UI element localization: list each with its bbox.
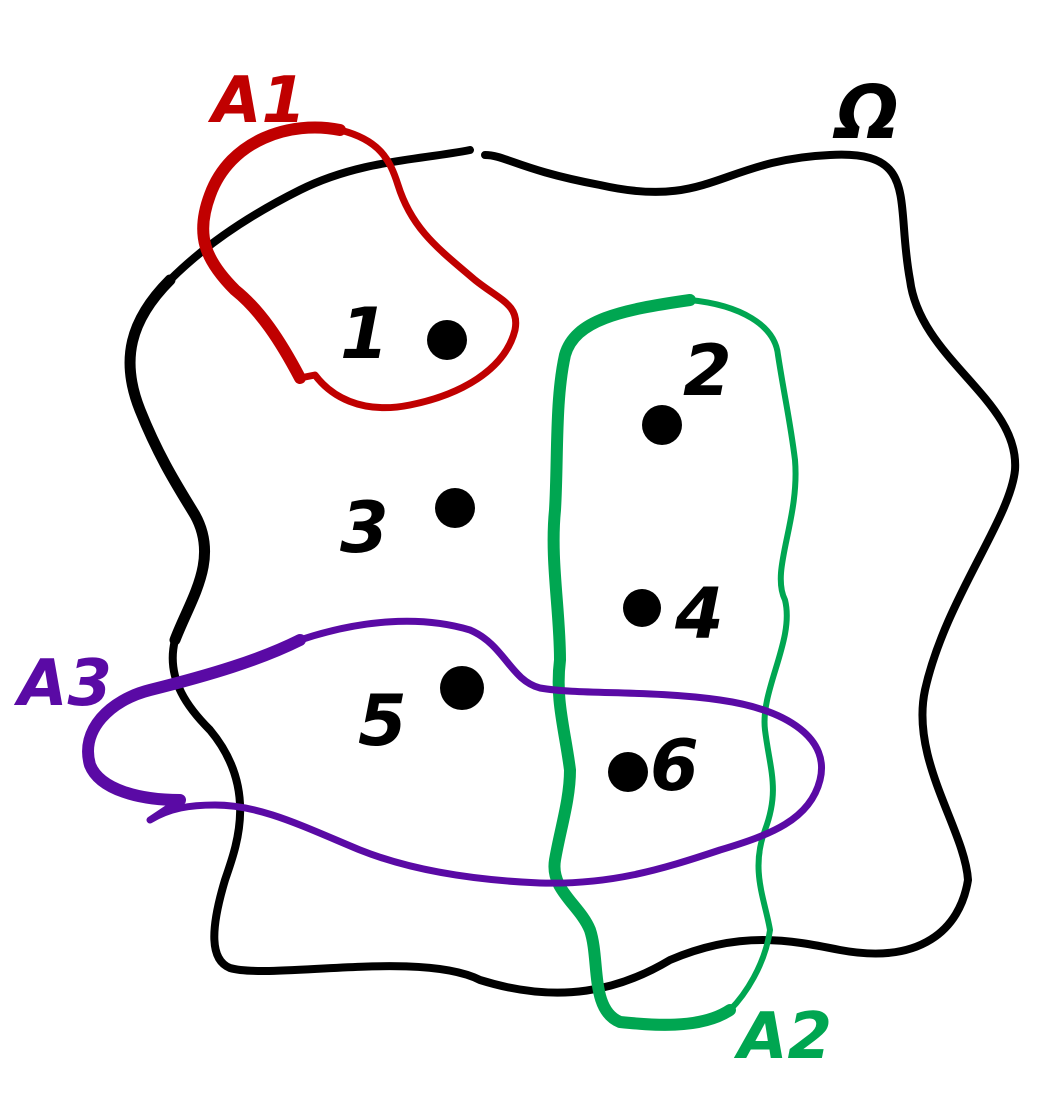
set-a2-thick-segment [547, 294, 736, 1031]
point-label-1: 1 [340, 293, 389, 375]
set-a3-thick-segment [82, 634, 306, 806]
set-label-a1: A1 [207, 64, 306, 138]
universe-omega-boundary [126, 146, 1020, 997]
point-label-6: 6 [650, 725, 699, 807]
point-dot-4 [623, 589, 661, 627]
universe-omega-thick-segment [124, 274, 210, 646]
point-dot-3 [435, 488, 475, 528]
point-dot-5 [440, 666, 484, 710]
point-label-3: 3 [340, 487, 389, 569]
set-a2-boundary [550, 297, 799, 1028]
set-label-a3: A3 [13, 647, 112, 721]
point-dot-6 [608, 752, 648, 792]
point-label-2: 2 [683, 330, 732, 412]
point-label-4: 4 [674, 573, 724, 655]
set-a1-thick-segment [197, 121, 346, 384]
set-label-a2: A2 [733, 1000, 832, 1074]
set-a3-boundary [84, 617, 825, 887]
point-dot-1 [427, 320, 467, 360]
point-label-5: 5 [358, 680, 407, 762]
universe-label-omega: Ω [832, 70, 899, 156]
point-dot-2 [642, 405, 682, 445]
